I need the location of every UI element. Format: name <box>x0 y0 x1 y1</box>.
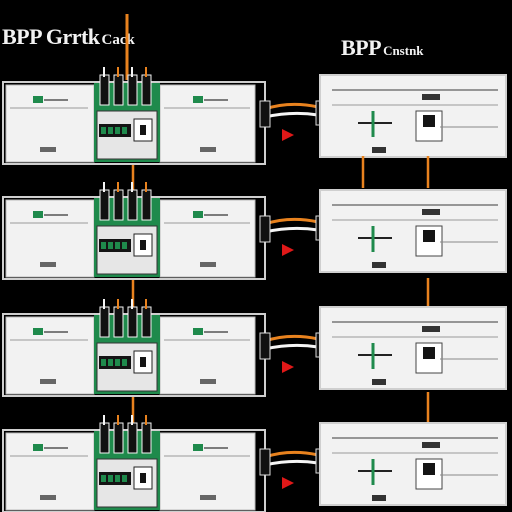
right-title-main: BPP <box>341 35 382 60</box>
plug-socket <box>423 115 435 127</box>
plug-socket <box>423 230 435 242</box>
white-wire <box>264 343 319 351</box>
connector-plug-icon <box>259 332 271 360</box>
red-arrow-icon <box>282 477 294 489</box>
terminal-pin <box>101 475 106 482</box>
cable-sleeve <box>99 189 110 221</box>
cable-sleeve <box>141 422 152 454</box>
red-arrow-icon <box>282 129 294 141</box>
terminal-pin <box>101 242 106 249</box>
left-title-main: BPP Grrtk <box>2 24 100 49</box>
left-unit-panel-b <box>159 432 256 511</box>
label-plate <box>372 495 386 501</box>
terminal-pin <box>101 127 106 134</box>
green-indicator <box>33 444 43 451</box>
green-indicator <box>193 328 203 335</box>
cable-sleeve <box>99 422 110 454</box>
terminal-pin <box>115 359 120 366</box>
terminal-pin <box>122 359 127 366</box>
red-arrow-icon <box>282 361 294 373</box>
label-plate <box>372 262 386 268</box>
right-unit-panel <box>319 306 507 390</box>
label-plate <box>422 442 440 448</box>
label-plate <box>40 379 56 384</box>
cable-sleeve <box>113 422 124 454</box>
plug-socket <box>140 473 146 483</box>
terminal-pin <box>122 475 127 482</box>
cable-sleeve <box>127 189 138 221</box>
terminal-pin <box>115 475 120 482</box>
red-arrow-icon <box>282 244 294 256</box>
label-plate <box>40 147 56 152</box>
terminal-pin <box>108 242 113 249</box>
plug-socket <box>140 125 146 135</box>
green-indicator <box>193 211 203 218</box>
cable-sleeve <box>127 422 138 454</box>
plug-socket <box>423 347 435 359</box>
cable-sleeve <box>141 306 152 338</box>
diagram-row-3 <box>2 299 507 397</box>
green-indicator <box>193 96 203 103</box>
connector-plug-icon <box>259 448 271 476</box>
diagram-row-1 <box>2 67 507 165</box>
diagram-row-2 <box>2 182 507 280</box>
terminal-pin <box>108 359 113 366</box>
cable-sleeve <box>99 74 110 106</box>
cable-sleeve <box>141 74 152 106</box>
terminal-pin <box>108 475 113 482</box>
cable-sleeve <box>127 306 138 338</box>
label-plate <box>40 495 56 500</box>
terminal-pin <box>101 359 106 366</box>
right-unit-panel <box>319 422 507 506</box>
label-plate <box>372 147 386 153</box>
orange-wire <box>264 334 319 343</box>
connector-plug-icon <box>259 215 271 243</box>
terminal-pin <box>108 127 113 134</box>
label-plate <box>200 262 216 267</box>
orange-wire <box>264 450 319 459</box>
orange-wire <box>264 217 319 226</box>
label-plate <box>40 262 56 267</box>
terminal-pin <box>122 242 127 249</box>
label-plate <box>200 495 216 500</box>
green-indicator <box>33 328 43 335</box>
plug-socket <box>140 357 146 367</box>
terminal-pin <box>115 127 120 134</box>
label-plate <box>200 147 216 152</box>
green-indicator <box>33 96 43 103</box>
label-plate <box>372 379 386 385</box>
connector-plug-icon <box>259 100 271 128</box>
plug-socket <box>423 463 435 475</box>
orange-wire <box>264 102 319 111</box>
right-unit-panel <box>319 74 507 158</box>
right-title-suffix: Cnstnk <box>383 43 424 58</box>
plug-socket <box>140 240 146 250</box>
label-plate <box>422 209 440 215</box>
white-wire <box>264 226 319 234</box>
terminal-pin <box>122 127 127 134</box>
white-wire <box>264 111 319 119</box>
cable-sleeve <box>127 74 138 106</box>
right-unit-panel <box>319 189 507 273</box>
label-plate <box>200 379 216 384</box>
cable-sleeve <box>99 306 110 338</box>
label-plate <box>422 326 440 332</box>
label-plate <box>422 94 440 100</box>
cable-sleeve <box>113 189 124 221</box>
cable-sleeve <box>141 189 152 221</box>
diagram-row-4 <box>2 415 507 512</box>
terminal-pin <box>115 242 120 249</box>
cable-sleeve <box>113 74 124 106</box>
green-indicator <box>193 444 203 451</box>
green-indicator <box>33 211 43 218</box>
cable-sleeve <box>113 306 124 338</box>
white-wire <box>264 459 319 467</box>
